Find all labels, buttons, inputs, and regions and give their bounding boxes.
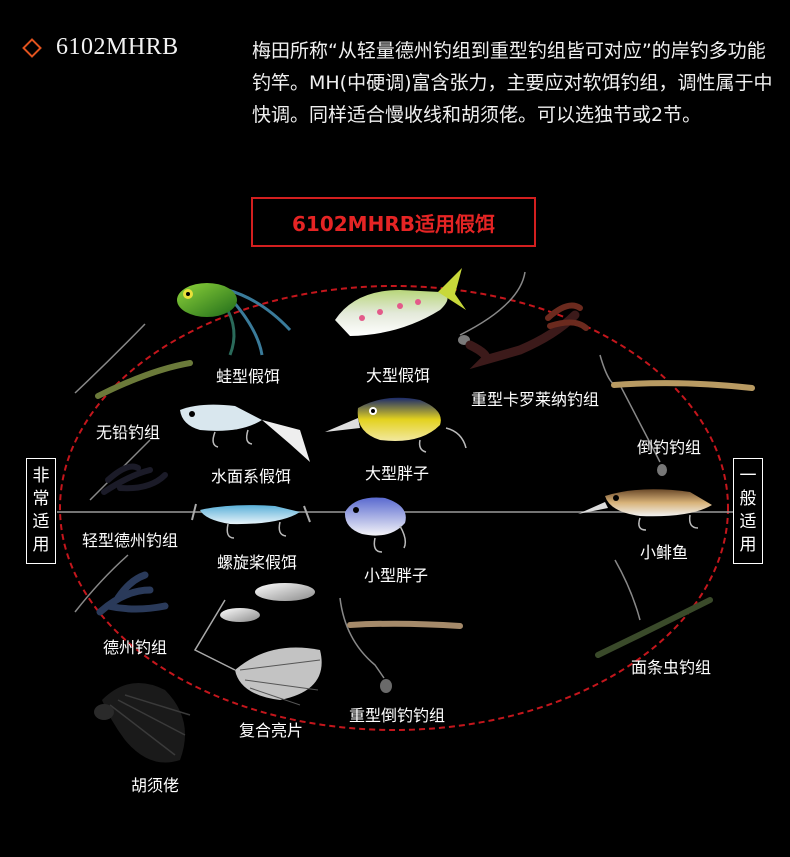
lure-label-heavy-carolina: 重型卡罗莱纳钓组 [470,390,600,409]
generally-suitable-char: 用 [739,535,757,555]
lure-label-spinnerbait: 复合亮片 [238,721,304,740]
very-suitable-label: 非 常 适 用 [26,458,56,564]
heavy-carolina-lure-image [458,271,589,370]
big-crank-lure-image [325,397,467,453]
diamond-outline-icon [22,37,42,58]
model-name: 6102MHRB [56,34,179,60]
generally-suitable-label: 一 般 适 用 [733,458,763,564]
spinnerbait-lure-image [193,583,322,706]
topwater-lure-image [180,404,310,462]
generally-suitable-char: 般 [739,489,757,509]
model-heading: 6102MHRB [22,34,179,61]
lure-label-topwater: 水面系假饵 [210,467,292,486]
lure-chart-title: 6102MHRB适用假饵 [251,197,536,247]
lure-label-noodle-worm: 面条虫钓组 [630,658,712,677]
propbait-lure-image [191,503,311,539]
lure-label-small-crank: 小型胖子 [363,566,429,585]
lure-label-light-texas: 轻型德州钓组 [81,531,179,550]
lure-label-drop-shot: 倒钓钓组 [636,438,702,457]
lure-label-propbait: 螺旋桨假饵 [216,553,298,572]
lure-label-big-swimbait: 大型假饵 [365,366,431,385]
lure-label-big-crank: 大型胖子 [364,464,430,483]
rod-description: 梅田所称“从轻量德州钓组到重型钓组皆可对应”的岸钓多功能钓竿。MH(中硬调)富含… [252,40,773,126]
frog-lure-image [177,283,292,356]
light-texas-lure-image [89,439,168,501]
lure-label-rubber-jig: 胡须佬 [130,776,180,795]
very-suitable-char: 非 [32,466,50,486]
suitability-ellipse [59,285,729,731]
big-swimbait-lure-image [335,268,466,336]
no-sinker-lure-image [74,323,193,399]
lure-label-texas: 德州钓组 [102,638,168,657]
very-suitable-char: 用 [32,535,50,555]
generally-suitable-char: 一 [739,466,757,486]
very-suitable-char: 适 [32,512,50,532]
rubber-jig-lure-image [94,682,191,763]
very-suitable-char: 常 [32,489,50,509]
small-crank-lure-image [344,497,407,553]
generally-suitable-char: 适 [739,512,757,532]
minnow-lure-image [578,489,712,531]
heavy-drop-shot-lure-image [339,597,463,693]
drop-shot-lure-image [599,354,755,476]
noodle-worm-lure-image [595,559,713,658]
texas-lure-image [74,554,169,616]
lure-label-no-sinker: 无铅钓组 [95,423,161,442]
lure-label-minnow: 小鲱鱼 [639,543,689,562]
lure-label-frog: 蛙型假饵 [215,367,281,386]
lure-label-heavy-drop-shot: 重型倒钓钓组 [348,706,446,725]
